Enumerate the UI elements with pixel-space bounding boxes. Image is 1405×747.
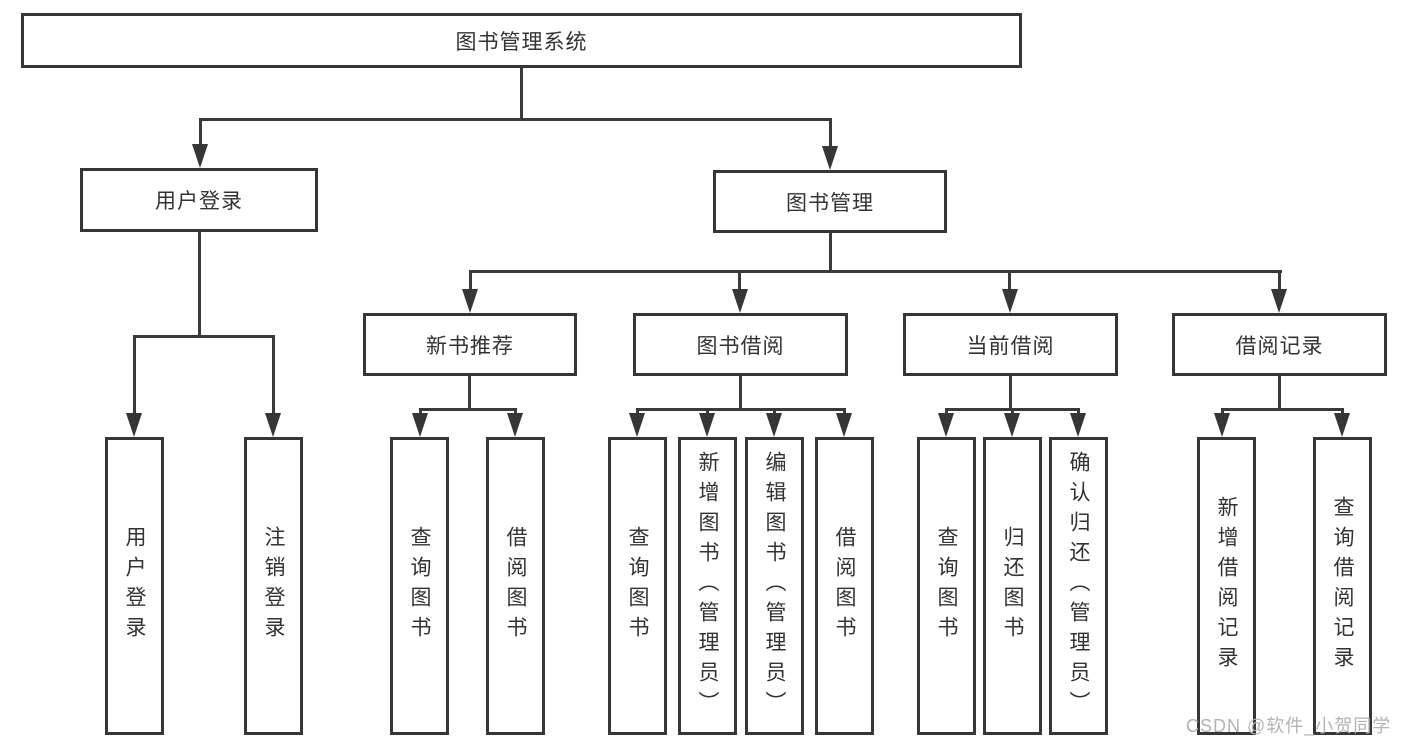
node-book-borrow-label: 图书借阅 (696, 334, 785, 358)
arrowhead-g2c4 (836, 413, 852, 437)
connector-user-splitter (133, 335, 275, 338)
node-root: 图书管理系统 (21, 13, 1022, 68)
leaf-bb-borrow-books-label: 借阅图书 (833, 526, 856, 646)
leaf-nb-borrow-books: 借阅图书 (486, 437, 545, 735)
node-current-borrow: 当前借阅 (903, 313, 1118, 376)
leaf-user-login-label: 用户登录 (123, 526, 146, 646)
connector-group1-splitter (419, 408, 517, 411)
arrowhead-g1c1 (412, 413, 428, 437)
connector-user-leaf2-shaft (272, 335, 275, 417)
arrowhead-user-leaf2 (265, 413, 281, 437)
leaf-br-add-record: 新增借阅记录 (1197, 437, 1256, 735)
arrowhead-group4 (1271, 289, 1287, 313)
leaf-br-query-record: 查询借阅记录 (1313, 437, 1372, 735)
leaf-bb-query-books: 查询图书 (608, 437, 667, 735)
connector-level3-hline (469, 270, 1282, 273)
node-book-management-label: 图书管理 (786, 191, 874, 215)
arrowhead-group3 (1002, 289, 1018, 313)
connector-arrow-group3-shaft (1008, 270, 1011, 295)
node-borrow-records: 借阅记录 (1172, 313, 1387, 376)
leaf-cb-confirm-return-admin: 确认归还（管理员） (1049, 437, 1108, 735)
connector-root-stub (520, 68, 523, 120)
arrowhead-user (192, 144, 208, 168)
leaf-cb-query-books-label: 查询图书 (935, 526, 958, 646)
arrowhead-g2c2 (699, 413, 715, 437)
leaf-bb-borrow-books: 借阅图书 (815, 437, 874, 735)
csdn-watermark: CSDN @软件_小贺同学 (1186, 716, 1392, 736)
connector-arrow-group4-shaft (1278, 270, 1281, 295)
connector-book-stub (829, 233, 832, 270)
arrowhead-g3c1 (938, 413, 954, 437)
connector-group3-stub (1009, 376, 1012, 408)
leaf-nb-query-books: 查询图书 (390, 437, 449, 735)
arrowhead-g4c2 (1334, 413, 1350, 437)
arrowhead-g3c3 (1070, 413, 1086, 437)
node-user-login-label: 用户登录 (155, 190, 243, 213)
node-user-login: 用户登录 (80, 168, 318, 232)
connector-arrow-group2-shaft (738, 270, 741, 295)
arrowhead-g3c2 (1004, 413, 1020, 437)
leaf-logout-label: 注销登录 (262, 526, 285, 646)
arrowhead-g4c1 (1214, 413, 1230, 437)
connector-level2-hline (199, 118, 832, 121)
node-book-management: 图书管理 (713, 170, 947, 233)
arrowhead-group1 (462, 289, 478, 313)
connector-group2-stub (739, 376, 742, 408)
leaf-bb-query-books-label: 查询图书 (626, 526, 649, 646)
leaf-bb-edit-books-admin-label: 编辑图书（管理员） (763, 451, 786, 721)
node-book-borrow: 图书借阅 (633, 313, 848, 376)
arrowhead-book (822, 146, 838, 170)
node-current-borrow-label: 当前借阅 (966, 334, 1055, 358)
connector-user-stub (198, 232, 201, 335)
connector-arrow-group1-shaft (469, 270, 472, 295)
connector-arrow-user-shaft (199, 118, 202, 156)
arrowhead-g1c2 (507, 413, 523, 437)
connector-group1-stub (468, 376, 471, 408)
leaf-cb-query-books: 查询图书 (917, 437, 976, 735)
leaf-nb-query-books-label: 查询图书 (408, 526, 431, 646)
connector-group2-splitter (636, 408, 846, 411)
connector-group4-splitter (1221, 408, 1344, 411)
leaf-br-query-record-label: 查询借阅记录 (1331, 496, 1354, 676)
arrowhead-user-leaf1 (126, 413, 142, 437)
leaf-nb-borrow-books-label: 借阅图书 (504, 526, 527, 646)
leaf-cb-confirm-return-admin-label: 确认归还（管理员） (1067, 451, 1090, 721)
leaf-cb-return-books-label: 归还图书 (1001, 526, 1024, 646)
node-new-book-recommend: 新书推荐 (363, 313, 577, 376)
leaf-bb-edit-books-admin: 编辑图书（管理员） (745, 437, 804, 735)
arrowhead-group2 (732, 289, 748, 313)
arrowhead-g2c1 (629, 413, 645, 437)
connector-user-leaf1-shaft (133, 335, 136, 417)
leaf-cb-return-books: 归还图书 (983, 437, 1042, 735)
node-new-book-recommend-label: 新书推荐 (426, 334, 514, 358)
connector-group4-stub (1278, 376, 1281, 408)
node-root-label: 图书管理系统 (455, 30, 588, 54)
node-borrow-records-label: 借阅记录 (1235, 334, 1324, 358)
leaf-bb-add-books-admin-label: 新增图书（管理员） (696, 451, 719, 721)
leaf-logout: 注销登录 (244, 437, 303, 735)
leaf-br-add-record-label: 新增借阅记录 (1215, 496, 1238, 676)
arrowhead-g2c3 (766, 413, 782, 437)
leaf-bb-add-books-admin: 新增图书（管理员） (678, 437, 737, 735)
leaf-user-login: 用户登录 (105, 437, 164, 735)
connector-arrow-book-shaft (829, 118, 832, 158)
